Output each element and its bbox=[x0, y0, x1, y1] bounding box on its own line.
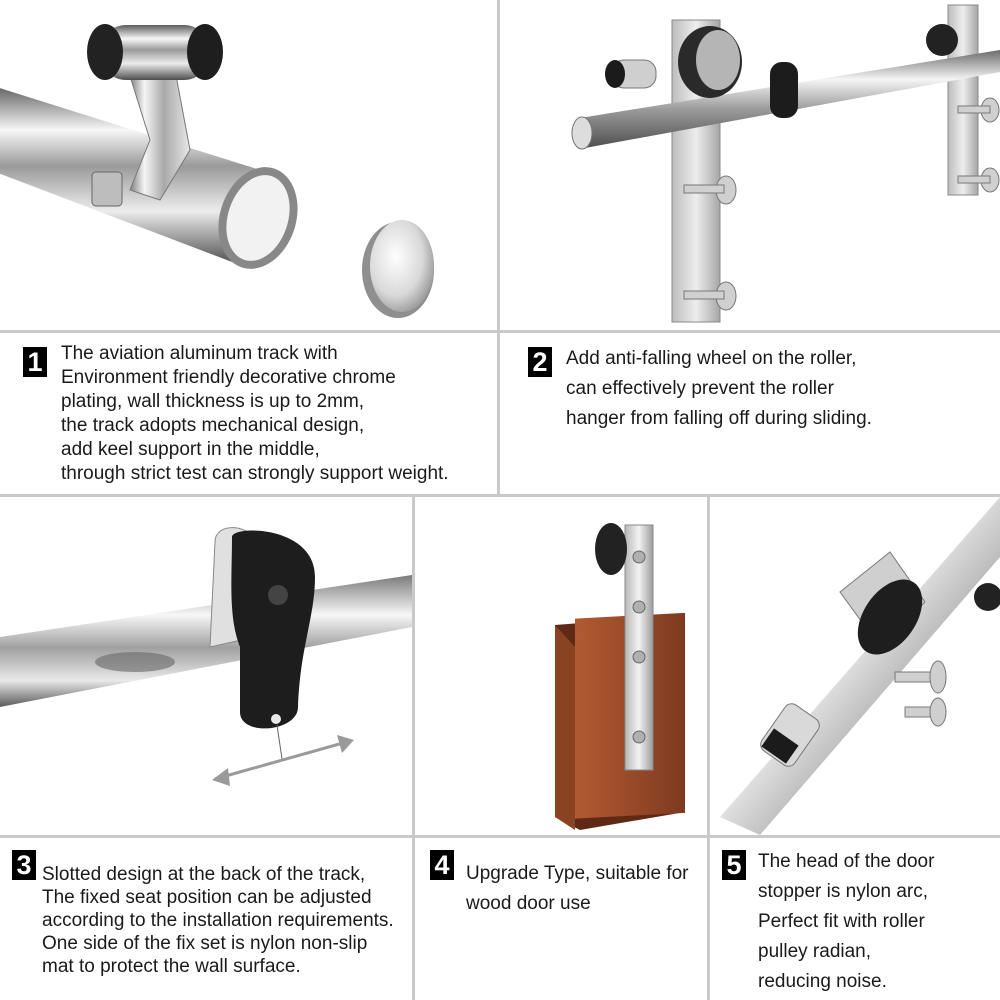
feature-1-line: The aviation aluminum track with bbox=[61, 343, 338, 364]
feature-1-line: Environment friendly decorative chrome bbox=[61, 367, 396, 388]
feature-1-line: plating, wall thickness is up to 2mm, bbox=[61, 391, 365, 412]
photo-hanger-assembly bbox=[500, 0, 1000, 330]
feature-1-number-badge: 1 bbox=[23, 347, 47, 377]
feature-5-line: reducing noise. bbox=[758, 971, 887, 992]
grid-divider bbox=[497, 0, 500, 494]
grid-divider bbox=[0, 494, 1000, 497]
grid-divider bbox=[412, 497, 415, 1000]
feature-5-line: pulley radian, bbox=[758, 941, 872, 962]
photo-track-end-cap bbox=[0, 0, 497, 330]
feature-3-line: One side of the fix set is nylon non-sli… bbox=[42, 933, 368, 954]
feature-4-line: Upgrade Type, suitable for bbox=[466, 863, 689, 884]
feature-3-number-badge: 3 bbox=[12, 850, 36, 880]
feature-5-number-badge: 5 bbox=[722, 850, 746, 880]
feature-1-caption: 1 The aviation aluminum track with Envir… bbox=[0, 333, 497, 494]
feature-3-caption: 3 Slotted design at the back of the trac… bbox=[0, 838, 412, 1000]
feature-2-line: hanger from falling off during sliding. bbox=[566, 408, 872, 429]
grid-divider bbox=[0, 835, 1000, 838]
photo-slotted-track bbox=[0, 497, 412, 835]
feature-2-number-badge: 2 bbox=[528, 347, 552, 377]
feature-5-line: The head of the door bbox=[758, 851, 935, 872]
feature-2-caption: 2 Add anti-falling wheel on the roller, … bbox=[500, 333, 1000, 494]
feature-5-caption: 5 The head of the door stopper is nylon … bbox=[710, 838, 1000, 1000]
feature-3-line: according to the installation requiremen… bbox=[42, 910, 394, 931]
feature-1-line: through strict test can strongly support… bbox=[61, 463, 449, 484]
feature-2-line: can effectively prevent the roller bbox=[566, 378, 834, 399]
photo-door-stopper bbox=[710, 497, 1000, 835]
feature-5-line: Perfect fit with roller bbox=[758, 911, 925, 932]
feature-1-line: add keel support in the middle, bbox=[61, 439, 320, 460]
feature-4-line: wood door use bbox=[466, 893, 591, 914]
feature-4-caption: 4 Upgrade Type, suitable for wood door u… bbox=[415, 838, 707, 1000]
feature-3-line: The fixed seat position can be adjusted bbox=[42, 887, 372, 908]
feature-3-line: mat to protect the wall surface. bbox=[42, 956, 301, 977]
feature-1-line: the track adopts mechanical design, bbox=[61, 415, 365, 436]
feature-5-line: stopper is nylon arc, bbox=[758, 881, 929, 902]
feature-3-line: Slotted design at the back of the track, bbox=[42, 864, 366, 885]
photo-wood-door bbox=[415, 497, 707, 835]
grid-divider bbox=[707, 497, 710, 1000]
grid-divider bbox=[0, 330, 1000, 333]
feature-2-line: Add anti-falling wheel on the roller, bbox=[566, 348, 857, 369]
feature-4-number-badge: 4 bbox=[430, 850, 454, 880]
